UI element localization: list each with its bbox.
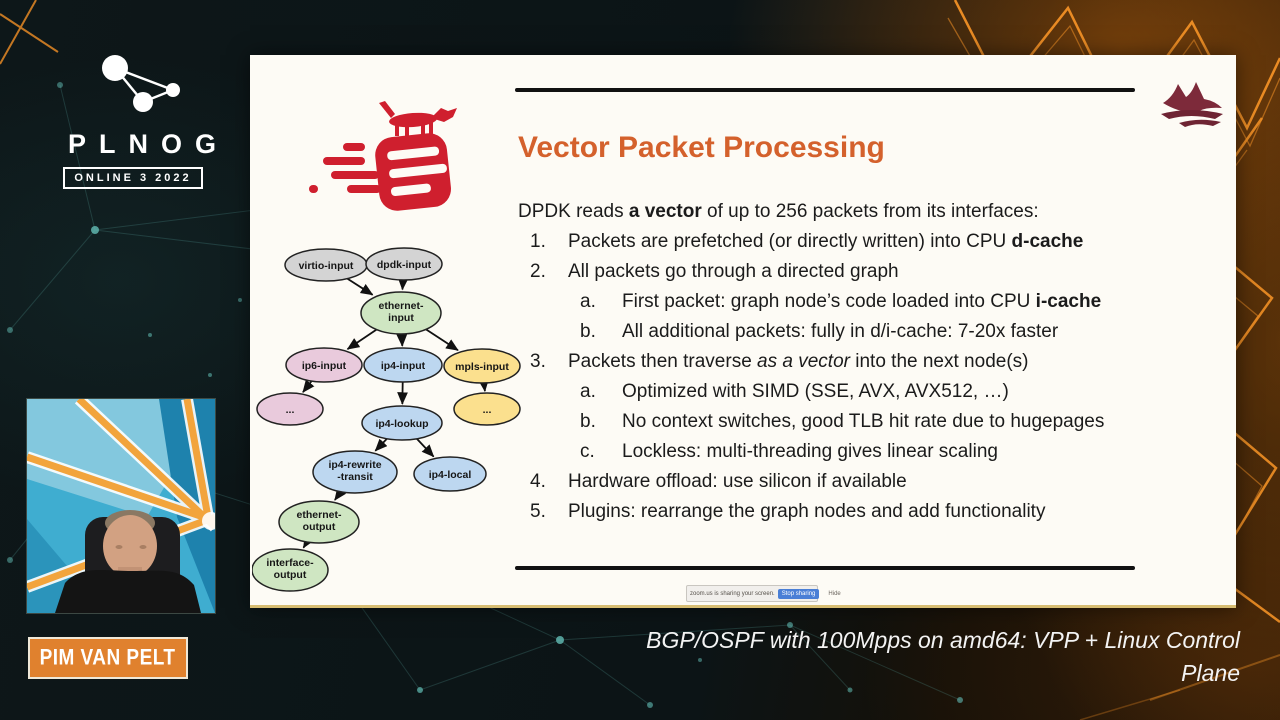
graph-edge bbox=[397, 277, 409, 291]
fdio-logo-icon bbox=[309, 101, 457, 211]
svg-text:ip6-input: ip6-input bbox=[302, 360, 347, 372]
vpp-node-graph: virtio-input dpdk-input ethernet-input ip6-… bbox=[252, 247, 521, 592]
list-item: a.Optimized with SIMD (SSE, AVX, AVX512,… bbox=[580, 381, 1009, 402]
svg-text:ethernet-input: ethernet-input bbox=[379, 300, 424, 324]
plnog-subtitle: ONLINE 3 2022 bbox=[63, 167, 203, 189]
speaker-name-plate: PIM VAN PELT bbox=[28, 637, 188, 679]
list-item: 1.Packets are prefetched (or directly wr… bbox=[530, 231, 1084, 252]
graph-edge bbox=[346, 277, 374, 296]
speaker-webcam bbox=[26, 398, 216, 614]
svg-text:dpdk-input: dpdk-input bbox=[377, 259, 432, 271]
slide-list: 1.Packets are prefetched (or directly wr… bbox=[518, 227, 1178, 527]
caption-line-2: Plane bbox=[1181, 660, 1240, 686]
graph-edge bbox=[334, 487, 347, 501]
stop-sharing-button[interactable]: Stop sharing bbox=[777, 588, 820, 599]
slide-top-rule bbox=[515, 88, 1135, 92]
list-item: 2.All packets go through a directed grap… bbox=[530, 261, 899, 282]
svg-text:virtio-input: virtio-input bbox=[299, 260, 354, 272]
graph-node-mpls-input: mpls-input bbox=[443, 348, 521, 384]
graph-node-interface-output: interface-output bbox=[252, 548, 329, 592]
webcam-person bbox=[55, 510, 201, 613]
list-item: a.First packet: graph node’s code loaded… bbox=[580, 291, 1102, 312]
list-item: c.Lockless: multi-threading gives linear… bbox=[580, 441, 998, 462]
fox-logo-icon bbox=[1161, 82, 1223, 127]
graph-edge bbox=[302, 379, 315, 393]
slide-bottom-rule bbox=[515, 566, 1135, 570]
graph-node-more-mpls: ... bbox=[453, 392, 521, 426]
graph-edge bbox=[478, 378, 489, 393]
graph-edge bbox=[346, 328, 377, 350]
stream-caption: BGP/OSPF with 100Mpps on amd64: VPP + Li… bbox=[540, 624, 1240, 690]
graph-node-ip6-input: ip6-input bbox=[285, 347, 363, 383]
svg-text:ip4-lookup: ip4-lookup bbox=[375, 418, 428, 430]
graph-node-ethernet-input: ethernet-input bbox=[360, 291, 442, 335]
graph-edge bbox=[425, 328, 459, 352]
share-message: zoom.us is sharing your screen. bbox=[690, 590, 775, 597]
svg-text:ip4-input: ip4-input bbox=[381, 360, 426, 372]
graph-edge bbox=[374, 438, 388, 452]
presentation-slide: Vector Packet Processing DPDK reads a ve… bbox=[250, 55, 1236, 608]
slide-body: DPDK reads a vector of up to 256 packets… bbox=[518, 197, 1178, 527]
list-item: b.All additional packets: fully in d/i-c… bbox=[580, 321, 1059, 342]
graph-edge bbox=[416, 438, 435, 458]
list-item: 4.Hardware offload: use silicon if avail… bbox=[530, 471, 907, 492]
svg-text:interface-output: interface-output bbox=[266, 557, 314, 581]
graph-node-ethernet-output: ethernet-output bbox=[278, 500, 360, 544]
svg-text:ethernet-output: ethernet-output bbox=[297, 509, 342, 533]
list-item: 3.Packets then traverse as a vector into… bbox=[530, 351, 1029, 372]
graph-node-virtio-input: virtio-input bbox=[284, 248, 368, 282]
list-item: 5.Plugins: rearrange the graph nodes and… bbox=[530, 501, 1046, 522]
graph-edge bbox=[302, 534, 315, 549]
svg-text:mpls-input: mpls-input bbox=[455, 361, 509, 373]
speaker-name: PIM VAN PELT bbox=[40, 645, 176, 670]
plnog-network-nodes-icon bbox=[102, 55, 180, 112]
graph-node-ip4-rewrite-transit: ip4-rewrite-transit bbox=[312, 450, 398, 494]
plnog-logo: PLNOG ONLINE 3 2022 bbox=[58, 44, 230, 189]
list-item: b.No context switches, good TLB hit rate… bbox=[580, 411, 1105, 432]
screen-share-bar: zoom.us is sharing your screen. Stop sha… bbox=[686, 585, 841, 602]
graph-node-ip4-lookup: ip4-lookup bbox=[361, 405, 443, 441]
graph-node-ip4-local: ip4-local bbox=[413, 456, 487, 492]
plnog-title: PLNOG bbox=[68, 129, 230, 159]
graph-node-dpdk-input: dpdk-input bbox=[365, 247, 443, 281]
svg-text:...: ... bbox=[286, 404, 295, 416]
caption-line-1: BGP/OSPF with 100Mpps on amd64: VPP + Li… bbox=[646, 627, 1240, 653]
svg-text:...: ... bbox=[483, 404, 492, 416]
graph-node-ip4-input: ip4-input bbox=[363, 347, 443, 383]
hide-share-bar-button[interactable]: Hide bbox=[822, 590, 846, 598]
svg-text:ip4-rewrite-transit: ip4-rewrite-transit bbox=[328, 459, 381, 483]
svg-text:ip4-local: ip4-local bbox=[429, 469, 472, 481]
graph-node-more-ip6: ... bbox=[256, 392, 324, 426]
webcam-scene bbox=[27, 399, 215, 613]
slide-intro: DPDK reads a vector of up to 256 packets… bbox=[518, 201, 1039, 222]
slide-title: Vector Packet Processing bbox=[518, 131, 885, 164]
